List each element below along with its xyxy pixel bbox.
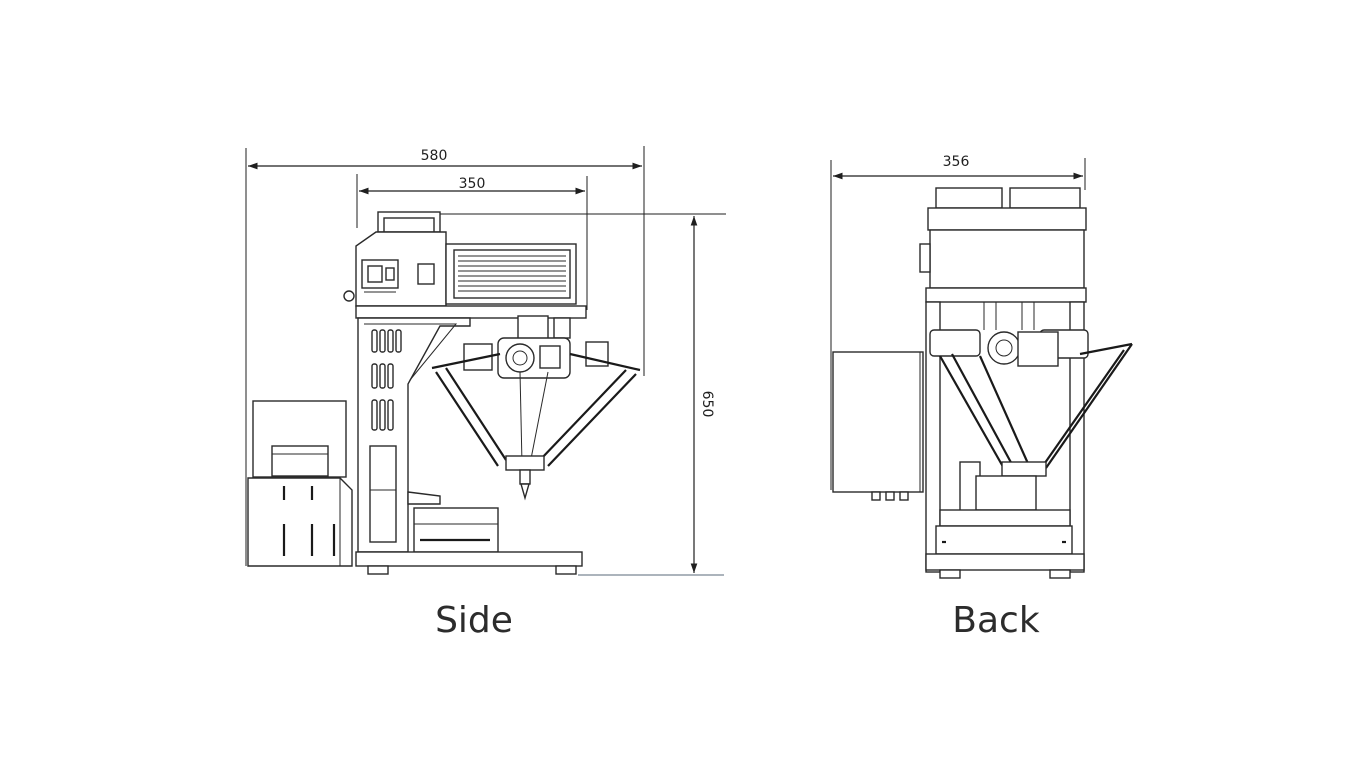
dimension-label-height: 650 bbox=[699, 391, 715, 418]
side-base bbox=[355, 507, 583, 575]
side-view: 580 350 650 bbox=[245, 146, 726, 641]
side-main-frame bbox=[355, 305, 587, 553]
back-base bbox=[925, 509, 1085, 579]
side-view-caption: Side bbox=[435, 600, 513, 641]
dimension-frame-width: 350 bbox=[356, 174, 588, 310]
back-view: 356 bbox=[830, 154, 1133, 641]
dimension-back-width: 356 bbox=[830, 154, 1086, 490]
side-delta-robot bbox=[431, 315, 641, 501]
back-top-housing bbox=[919, 187, 1087, 303]
dimension-label-overall-width: 580 bbox=[421, 148, 448, 164]
back-delta-robot bbox=[929, 329, 1133, 513]
vent-grille bbox=[458, 255, 566, 292]
side-feeder-cabinet bbox=[247, 400, 353, 567]
back-cabinet bbox=[832, 351, 924, 501]
back-frame bbox=[925, 301, 1085, 573]
dimension-label-back-width: 356 bbox=[943, 154, 970, 170]
dimension-label-frame-width: 350 bbox=[459, 176, 486, 192]
dimension-height: 650 bbox=[440, 213, 726, 576]
frame-slots bbox=[371, 329, 402, 431]
side-top-housing bbox=[343, 211, 577, 307]
dimension-overall-width: 580 bbox=[245, 146, 645, 566]
back-view-caption: Back bbox=[952, 600, 1040, 641]
usb-port-icon bbox=[417, 263, 435, 285]
